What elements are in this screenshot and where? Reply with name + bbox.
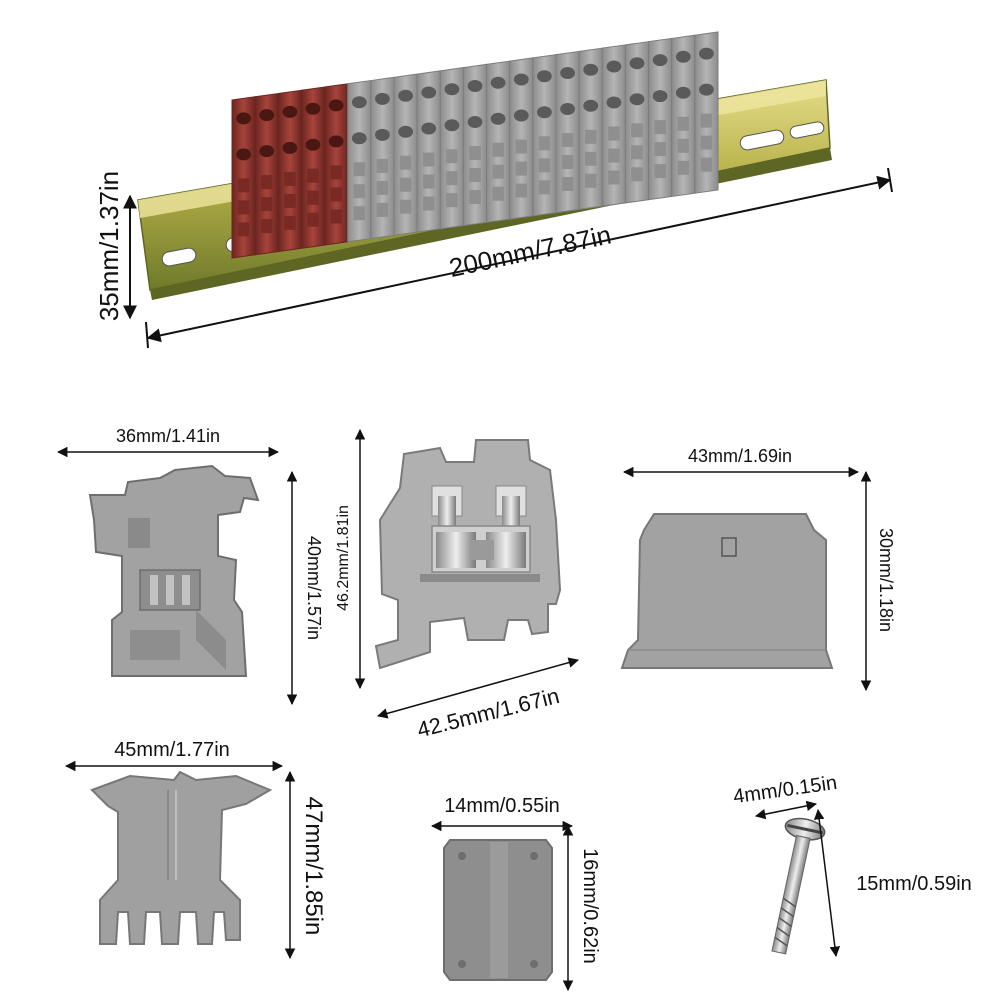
terminal-block-gray [462, 63, 488, 227]
screw-dimensions: 4mm/0.15in 15mm/0.59in [732, 772, 972, 958]
terminal-block-gray [578, 47, 603, 210]
end-plate-height-label: 30mm/1.18in [876, 528, 896, 632]
jumper-plate [443, 839, 553, 981]
terminal-block-gray [486, 60, 511, 223]
terminal-block-red [300, 86, 326, 249]
terminal-block-gray [416, 70, 441, 233]
screw [771, 817, 826, 955]
end-plate [620, 513, 834, 669]
rail-height-label: 35mm/1.37in [94, 171, 124, 321]
terminal-block-gray [555, 50, 580, 214]
terminal-block-gray [370, 76, 395, 240]
terminal-block-gray [624, 41, 650, 204]
terminal-block-gray [393, 73, 418, 236]
terminal-block-red [254, 92, 279, 256]
end-bracket [88, 464, 260, 677]
screw-diameter-label: 4mm/0.15in [732, 772, 839, 808]
terminal-block-gray [648, 37, 673, 201]
terminal-block-gray [671, 34, 696, 198]
marker-carrier [90, 770, 273, 945]
marker-carrier-width-label: 45mm/1.77in [114, 739, 230, 761]
terminal-block-gray [347, 79, 372, 243]
marker-carrier-dimensions: 45mm/1.77in 47mm/1.85in [64, 739, 327, 960]
terminal-block-gray [601, 44, 626, 207]
end-plate-width-label: 43mm/1.69in [688, 446, 792, 466]
terminal-blocks-row [231, 31, 719, 259]
jumper-width-label: 14mm/0.55in [444, 795, 560, 817]
terminal-block-side-view [374, 439, 562, 670]
end-bracket-height-label: 40mm/1.57in [304, 536, 324, 640]
terminal-block-gray [439, 67, 464, 230]
jumper-height-label: 16mm/0.62in [579, 848, 601, 964]
terminal-block-red [277, 89, 302, 253]
screw-length-label: 15mm/0.59in [856, 873, 972, 895]
marker-carrier-height-label: 47mm/1.85in [300, 797, 327, 936]
terminal-block-red [324, 83, 349, 246]
end-plate-dimensions: 43mm/1.69in 30mm/1.18in [622, 446, 896, 692]
end-bracket-dimensions: 36mm/1.41in 40mm/1.57in [56, 426, 324, 706]
terminal-block-gray [694, 31, 719, 194]
terminal-block-width-label: 42.5mm/1.67in [415, 683, 562, 742]
terminal-block-gray [509, 57, 534, 220]
terminal-block-height-label: 46.2mm/1.81in [335, 505, 352, 611]
end-bracket-width-label: 36mm/1.41in [116, 426, 220, 446]
terminal-block-red [231, 96, 256, 259]
terminal-block-gray [532, 54, 557, 217]
jumper-dimensions: 14mm/0.55in 16mm/0.62in [430, 795, 601, 992]
